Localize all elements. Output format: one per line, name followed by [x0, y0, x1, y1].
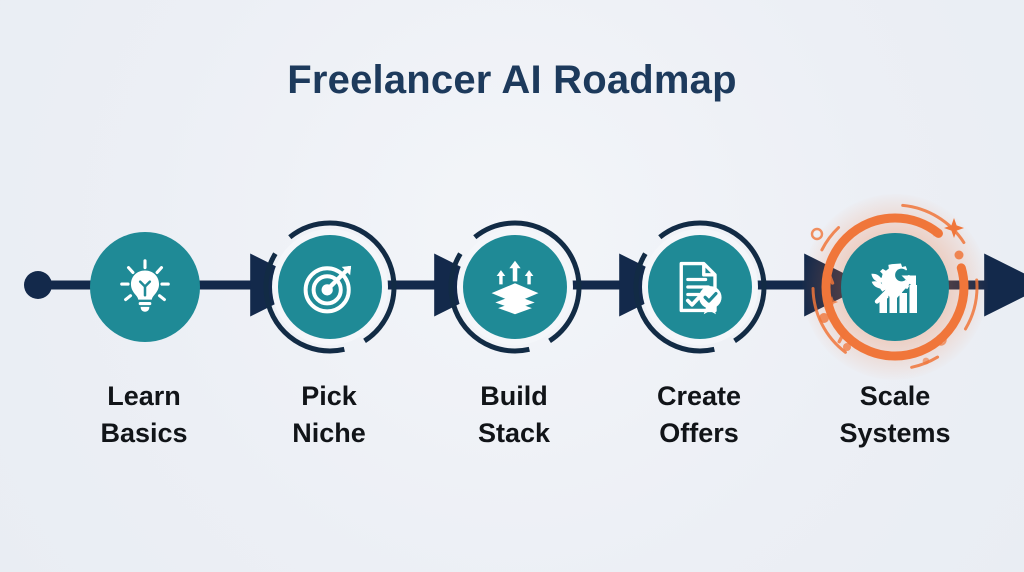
page-title: Freelancer AI Roadmap [287, 58, 737, 102]
node-1-disc [90, 232, 200, 342]
roadmap-label-5: Scale Systems [839, 381, 951, 449]
roadmap-label-4: Create Offers [656, 381, 742, 449]
target-icon [303, 265, 352, 314]
node-4-disc [648, 235, 752, 339]
roadmap-label-2: Pick Niche [292, 381, 366, 449]
roadmap-node-3[interactable] [446, 218, 584, 356]
node-5-disc [841, 233, 949, 341]
node-3-disc [463, 235, 567, 339]
start-dot [24, 271, 52, 299]
node-2-disc [278, 235, 382, 339]
roadmap-node-1[interactable] [76, 218, 214, 356]
roadmap-node-5[interactable] [802, 194, 988, 380]
sparkle-decorations [810, 218, 964, 365]
node-5-ring [810, 203, 979, 371]
roadmap-node-2[interactable] [261, 218, 399, 356]
certificate-check-icon [679, 261, 722, 315]
layers-arrows-icon [491, 260, 539, 315]
lightbulb-icon [120, 259, 170, 312]
roadmap-node-4[interactable] [631, 218, 769, 356]
roadmap-label-1: Learn Basics [100, 381, 188, 449]
growth-gear-chart-icon [871, 263, 917, 313]
roadmap-label-3: Build Stack [477, 381, 551, 449]
